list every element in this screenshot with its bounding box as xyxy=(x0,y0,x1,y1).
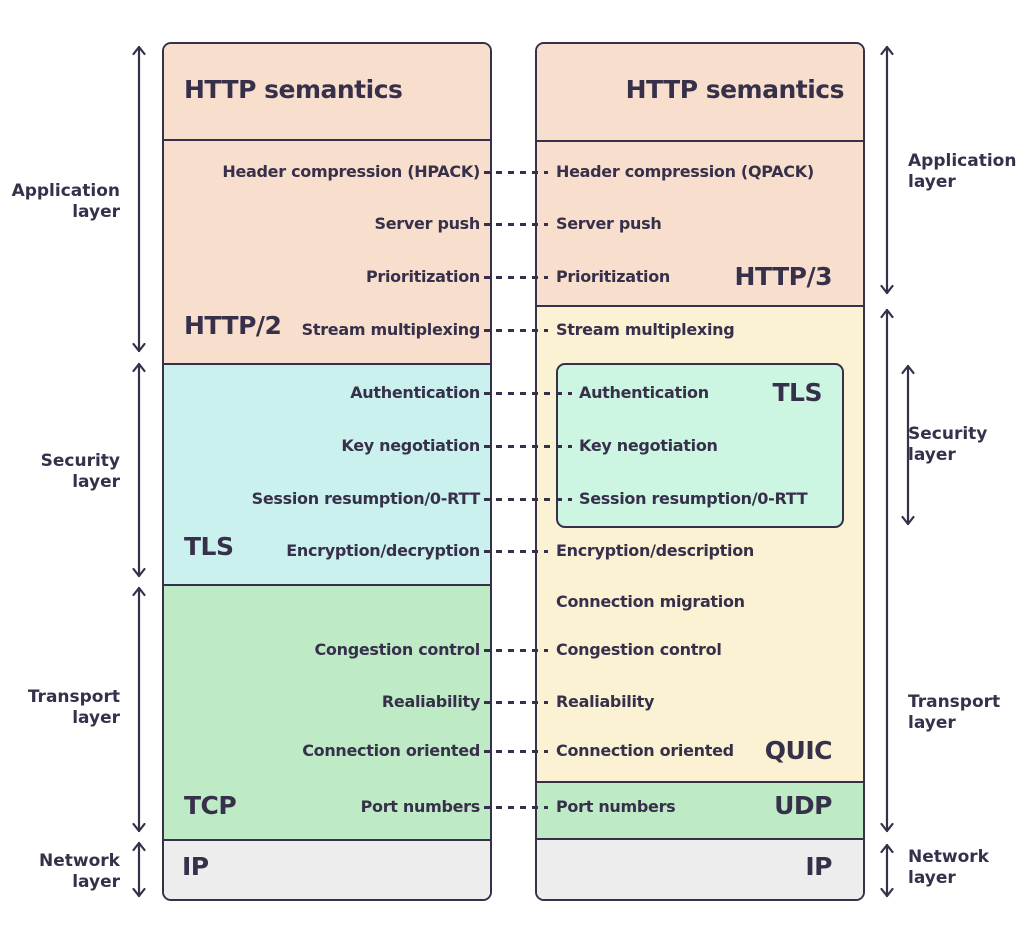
feature-left-server-push: Server push xyxy=(374,214,481,233)
feature-left-header-compression: Header compression (HPACK) xyxy=(222,162,480,181)
protocol-label-udp: UDP xyxy=(774,791,832,820)
side-label-application-right: Application layer xyxy=(908,151,1017,192)
feature-right-stream-multiplexing: Stream multiplexing xyxy=(556,320,735,339)
section-ip-left xyxy=(164,839,490,899)
feature-left-key-negotiation: Key negotiation xyxy=(341,436,480,455)
protocol-label-http2: HTTP/2 xyxy=(184,311,282,340)
side-label-network-left: Network layer xyxy=(39,851,120,892)
arrow-application-left xyxy=(130,42,148,356)
feature-right-connection-oriented: Connection oriented xyxy=(556,741,734,760)
tls-inner-box xyxy=(556,363,844,528)
dash-connector-header-compression xyxy=(484,171,548,174)
title-http-semantics-right: HTTP semantics xyxy=(625,75,845,104)
feature-right-congestion-control: Congestion control xyxy=(556,640,722,659)
protocol-label-tcp: TCP xyxy=(184,791,237,820)
protocol-label-quic: QUIC xyxy=(764,736,833,765)
dash-connector-connection-oriented xyxy=(484,750,548,753)
protocol-label-ip-right: IP xyxy=(805,852,832,881)
feature-right-encryption: Encryption/description xyxy=(556,541,754,560)
feature-right-port-numbers: Port numbers xyxy=(556,797,676,816)
feature-right-authentication: Authentication xyxy=(579,383,709,402)
feature-right-header-compression: Header compression (QPACK) xyxy=(556,162,814,181)
feature-left-prioritization: Prioritization xyxy=(365,267,480,286)
dash-connector-stream-multiplexing xyxy=(484,329,548,332)
arrow-network-right xyxy=(878,840,896,901)
protocol-label-tls-left: TLS xyxy=(184,532,234,561)
dash-connector-congestion-control xyxy=(484,649,548,652)
section-tls-left xyxy=(164,363,490,584)
dash-connector-prioritization xyxy=(484,276,548,279)
dash-connector-key-negotiation xyxy=(484,445,572,448)
arrow-security-left xyxy=(130,359,148,581)
dash-connector-encryption xyxy=(484,550,548,553)
section-udp xyxy=(537,781,863,838)
feature-right-reliability: Realiability xyxy=(556,692,655,711)
side-label-application-left: Application layer xyxy=(11,181,120,222)
dash-connector-port-numbers xyxy=(484,806,548,809)
section-http2 xyxy=(164,139,490,363)
dash-connector-authentication xyxy=(484,392,572,395)
feature-right-connection-migration: Connection migration xyxy=(556,592,745,611)
side-label-transport-left: Transport layer xyxy=(27,687,120,728)
side-label-security-left: Security layer xyxy=(40,451,120,492)
http2-stack-column xyxy=(162,42,492,901)
feature-right-server-push: Server push xyxy=(556,214,662,233)
dash-connector-server-push xyxy=(484,223,548,226)
side-label-transport-right: Transport layer xyxy=(908,692,1001,733)
section-http-semantics-left xyxy=(164,44,490,139)
feature-right-session-resumption: Session resumption/0-RTT xyxy=(579,489,808,508)
side-label-network-right: Network layer xyxy=(908,847,989,888)
section-ip-right xyxy=(537,838,863,899)
feature-left-stream-multiplexing: Stream multiplexing xyxy=(301,320,481,339)
arrow-transport-right xyxy=(878,305,896,836)
feature-left-session-resumption: Session resumption/0-RTT xyxy=(251,489,481,508)
arrow-security-right xyxy=(899,361,917,529)
arrow-application-right xyxy=(878,42,896,298)
section-http-semantics-right xyxy=(537,44,863,140)
protocol-label-ip-left: IP xyxy=(182,852,209,881)
section-http3 xyxy=(537,140,863,305)
arrow-transport-left xyxy=(130,583,148,836)
feature-left-encryption: Encryption/decryption xyxy=(286,541,480,560)
feature-right-prioritization: Prioritization xyxy=(556,267,671,286)
feature-left-reliability: Realiability xyxy=(381,692,480,711)
dash-connector-reliability xyxy=(484,701,548,704)
feature-left-authentication: Authentication xyxy=(350,383,480,402)
arrow-network-left xyxy=(130,838,148,901)
feature-right-key-negotiation: Key negotiation xyxy=(579,436,718,455)
side-label-security-right: Security layer xyxy=(908,424,988,465)
section-tcp xyxy=(164,584,490,839)
feature-left-connection-oriented: Connection oriented xyxy=(302,741,480,760)
feature-left-congestion-control: Congestion control xyxy=(314,640,480,659)
protocol-label-tls-right: TLS xyxy=(772,378,823,407)
protocol-label-http3: HTTP/3 xyxy=(734,262,833,291)
feature-left-port-numbers: Port numbers xyxy=(360,797,481,816)
dash-connector-session-resumption xyxy=(484,498,572,501)
title-http-semantics-left: HTTP semantics xyxy=(184,75,403,104)
